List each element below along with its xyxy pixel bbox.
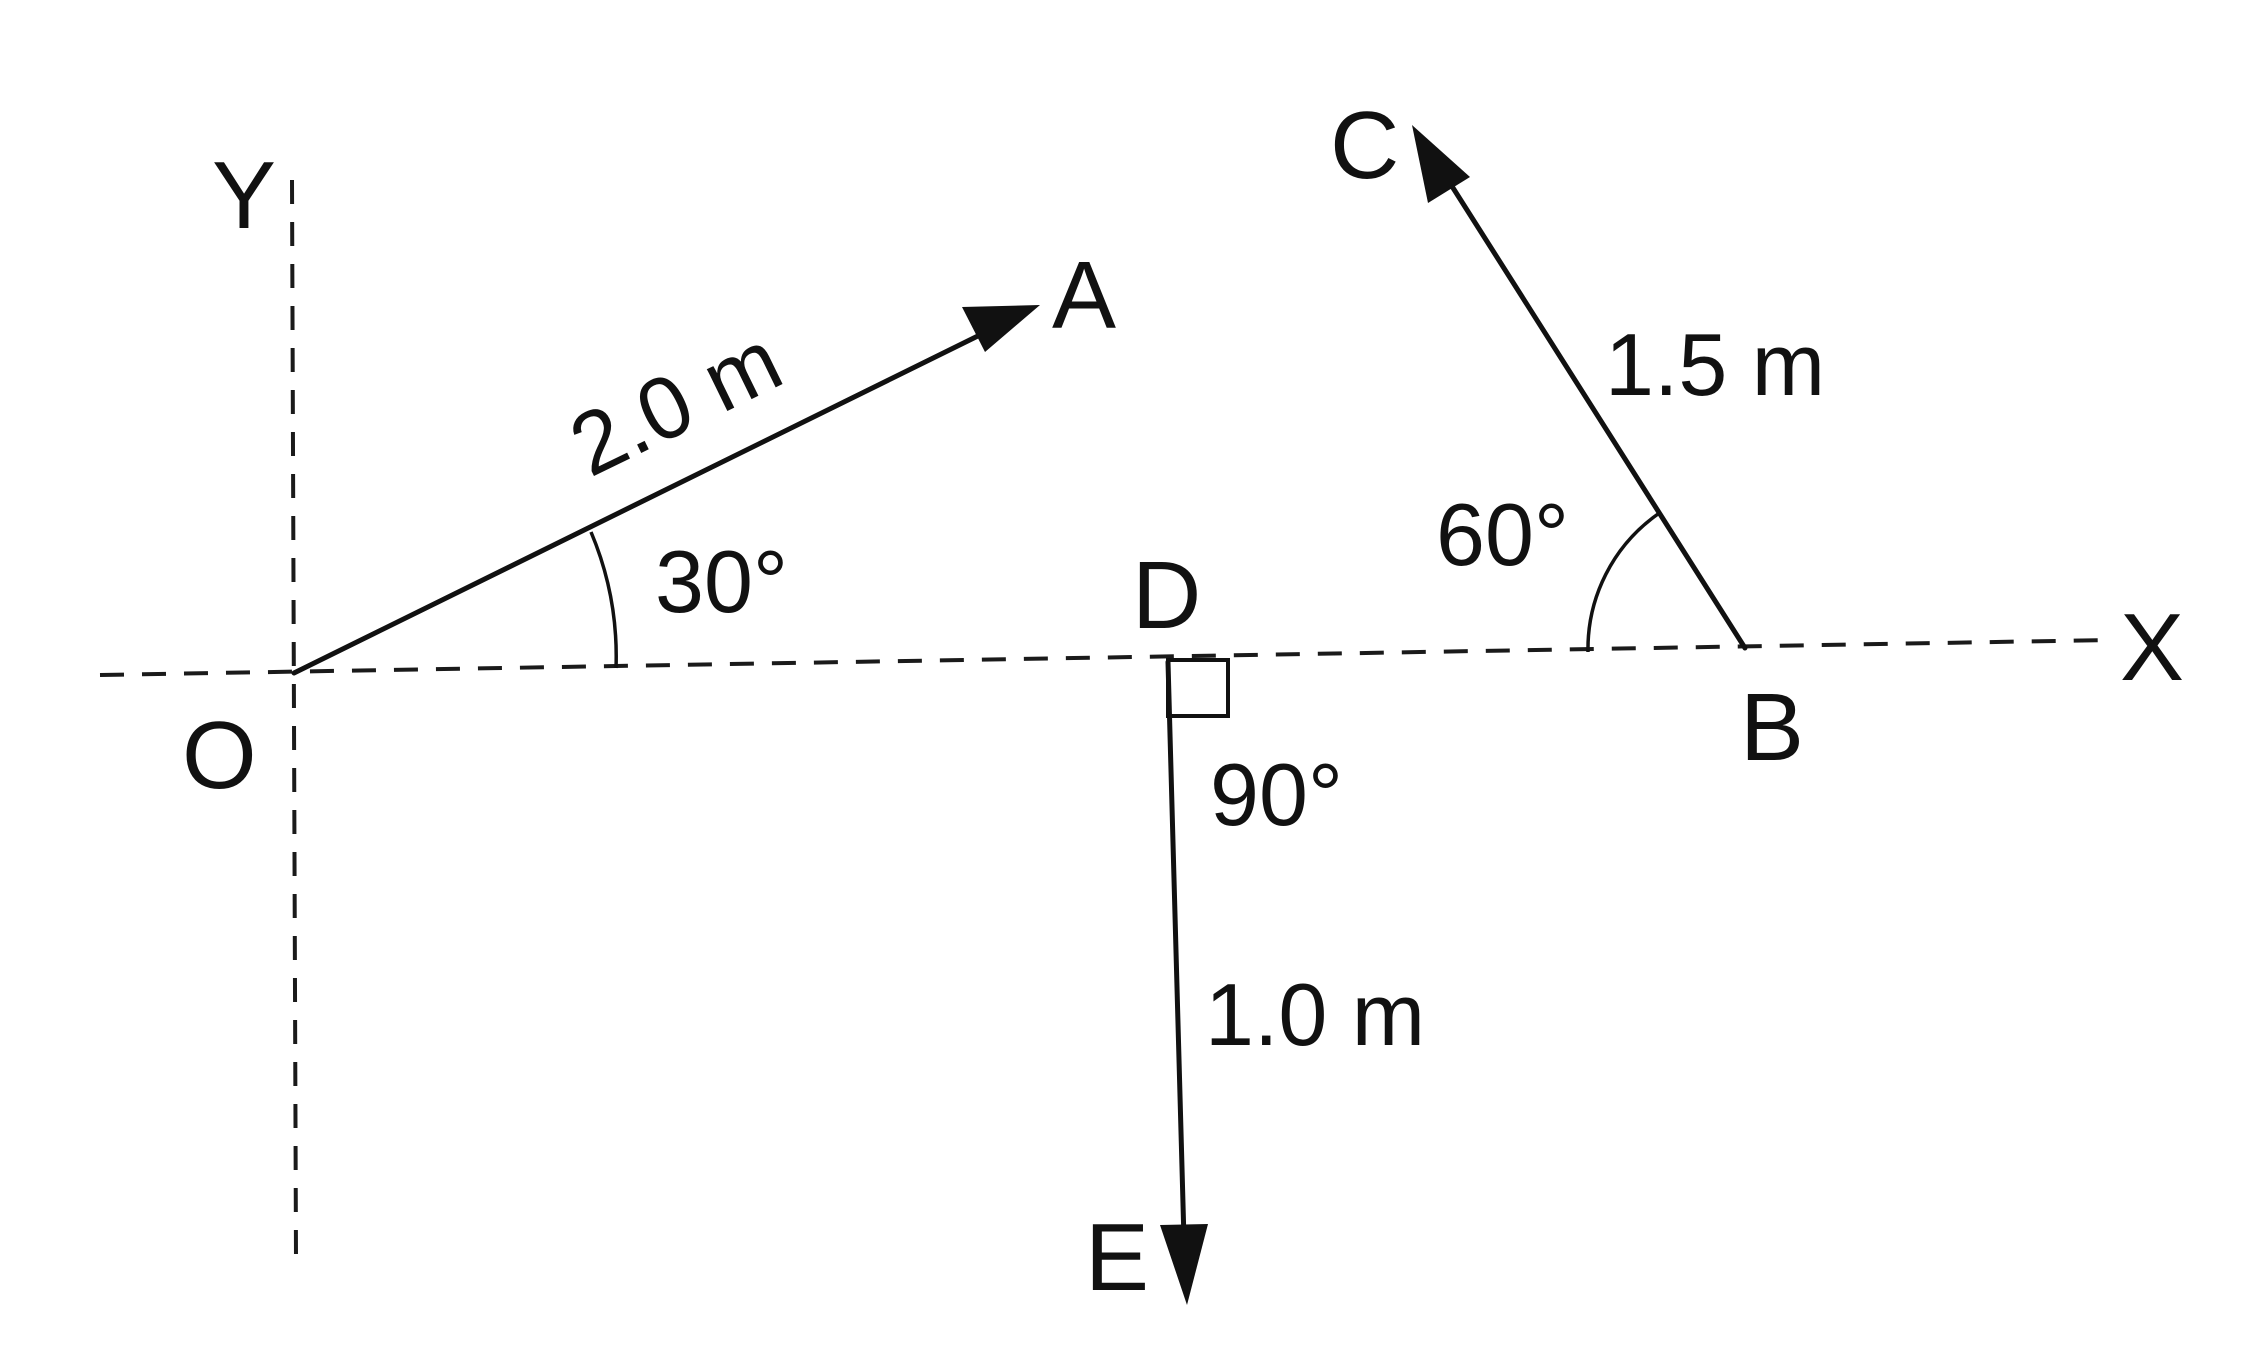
right-angle-marker [1166,658,1230,718]
x-axis-line [99,638,2111,677]
point-label-c: C [1330,92,1399,199]
vector-de-arrowhead [1160,1224,1208,1305]
angle-label-30: 30° [655,532,788,631]
point-label-a: A [1052,242,1116,349]
magnitude-label-bc: 1.5 m [1605,315,1825,414]
vector-de-line [1165,659,1187,1243]
x-axis-label: X [2120,594,2184,701]
vector-oa-line [291,327,993,676]
y-axis-label: Y [212,142,276,249]
magnitude-label-de: 1.0 m [1205,965,1425,1064]
vector-bc-line [1445,177,1748,651]
vector-oa-arrowhead [962,305,1040,352]
point-label-e: E [1085,1204,1149,1311]
angle-label-60: 60° [1436,485,1569,584]
vector-bc-arrowhead [1412,125,1470,203]
angle-arc-30 [589,531,618,669]
magnitude-label-oa: 2.0 m [555,310,796,495]
point-label-d: D [1132,542,1201,649]
angle-arc-60 [1586,512,1660,653]
point-label-b: B [1740,674,1804,781]
angle-label-90: 90° [1210,745,1343,844]
point-label-o: O [182,702,257,809]
y-axis-line [290,179,298,1261]
